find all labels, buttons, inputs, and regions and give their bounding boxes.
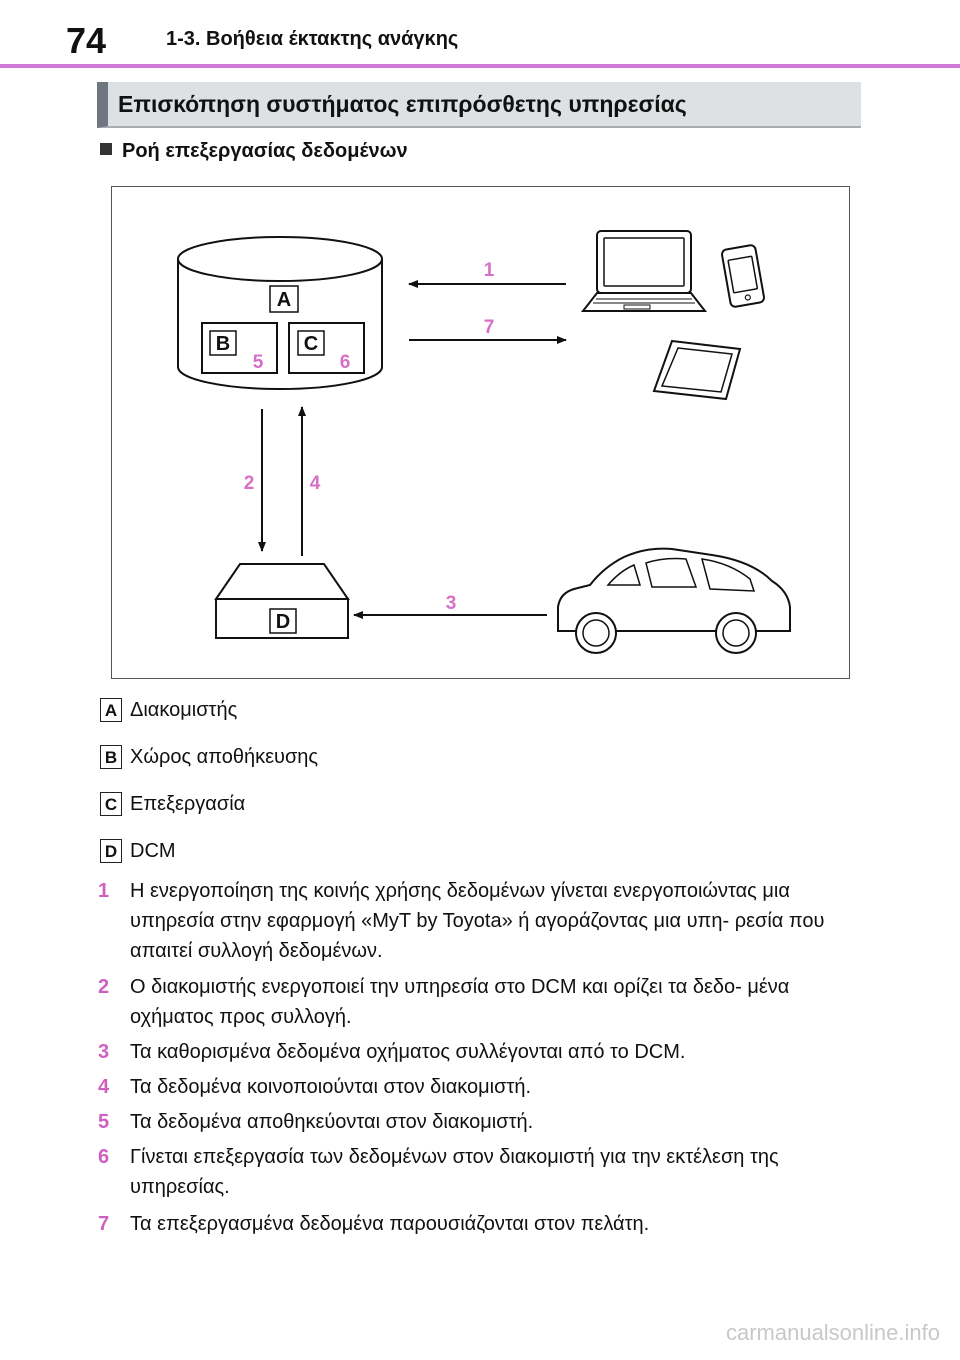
legend-text-processing: Επεξεργασία [130, 793, 246, 815]
square-bullet-icon [100, 143, 112, 155]
sub-heading-text: Ροή επεξεργασίας δεδομένων [122, 140, 408, 162]
chapter-title: 1-3. Βοήθεια έκτακτης ανάγκης [166, 28, 459, 50]
step-number: 1 [98, 880, 110, 902]
legend-key-c: C [100, 792, 122, 816]
step-text: Ο διακομιστής ενεργοποιεί την υπηρεσία σ… [130, 976, 790, 1028]
step-number: 7 [98, 1213, 110, 1235]
diagram-canvas: A B 5 C 6 1 7 [177, 230, 791, 654]
step-label-3: 3 [446, 593, 457, 614]
legend-key-b: B [100, 745, 122, 769]
step-label-2: 2 [244, 473, 255, 494]
legend-text-dcm: DCM [130, 840, 176, 862]
legend-text-server: Διακομιστής [130, 699, 238, 721]
section-title: Επισκόπηση συστήματος επιπρόσθετης υπηρε… [118, 91, 687, 117]
car-icon [557, 547, 791, 654]
legend-text-storage: Χώρος αποθήκευσης [130, 746, 319, 768]
step-number: 5 [98, 1111, 110, 1133]
header-divider [0, 64, 960, 68]
step-text: Τα δεδομένα αποθηκεύονται στον διακομιστ… [130, 1111, 534, 1133]
legend-key-a: A [100, 698, 122, 722]
step-label-5: 5 [253, 352, 264, 373]
tablet-icon [652, 339, 742, 401]
step-text: Τα επεξεργασμένα δεδομένα παρουσιάζονται… [130, 1213, 650, 1235]
step-label-7: 7 [484, 317, 495, 338]
step-label-6: 6 [340, 352, 351, 373]
step-text: Τα καθορισμένα δεδομένα οχήματος συλλέγο… [130, 1041, 686, 1063]
box-label-d-frame [269, 608, 297, 634]
laptop-icon [580, 230, 708, 312]
data-flow-diagram: A B 5 C 6 1 7 [111, 186, 850, 679]
box-label-b: B [216, 333, 230, 355]
step-number: 4 [98, 1076, 110, 1098]
box-label-c: C [304, 333, 318, 355]
step-text: Τα δεδομένα κοινοποιούνται στον διακομισ… [130, 1076, 532, 1098]
box-label-d: D [276, 611, 290, 633]
box-label-a-frame [269, 285, 299, 313]
step-label-1: 1 [484, 260, 495, 281]
step-text: Η ενεργοποίηση της κοινής χρήσης δεδομέν… [130, 880, 825, 962]
step-number: 3 [98, 1041, 110, 1063]
legend-key-d: D [100, 839, 122, 863]
box-label-c-frame [297, 330, 325, 356]
step-number: 2 [98, 976, 110, 998]
step-text: Γίνεται επεξεργασία των δεδομένων στον δ… [130, 1146, 779, 1198]
section-title-bar: Επισκόπηση συστήματος επιπρόσθετης υπηρε… [97, 82, 861, 128]
box-label-a: A [277, 289, 291, 311]
page-number: 74 [66, 20, 107, 61]
sub-heading: Ροή επεξεργασίας δεδομένων [100, 140, 408, 163]
watermark: carmanualsonline.info [725, 1320, 940, 1345]
dcm-module [214, 563, 350, 639]
box-label-b-frame [209, 330, 237, 356]
smartphone-icon [721, 244, 765, 308]
step-label-4: 4 [310, 473, 321, 494]
step-number: 6 [98, 1146, 110, 1168]
